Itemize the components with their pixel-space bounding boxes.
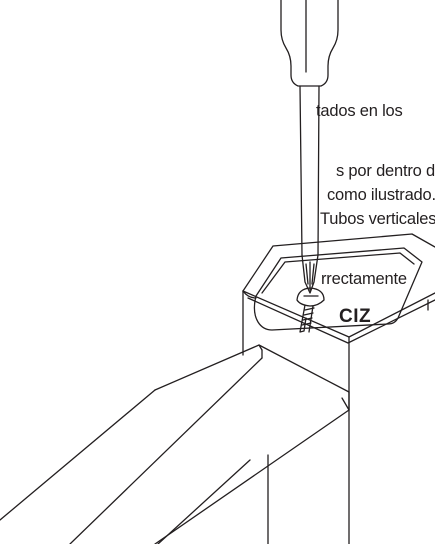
screwdriver-handle xyxy=(280,0,339,87)
screwdriver-shaft xyxy=(299,85,320,294)
instruction-line: tados en los xyxy=(316,102,403,120)
vertical-post xyxy=(242,233,435,544)
instruction-line: rrectamente xyxy=(321,270,407,288)
instruction-line: como ilustrado. xyxy=(327,186,435,204)
post-label: CIZ xyxy=(339,306,371,327)
horizontal-rail xyxy=(0,344,350,544)
instruction-line: Tubos verticales xyxy=(320,210,435,228)
screw xyxy=(296,287,325,333)
instruction-line: s por dentro de xyxy=(336,162,435,180)
